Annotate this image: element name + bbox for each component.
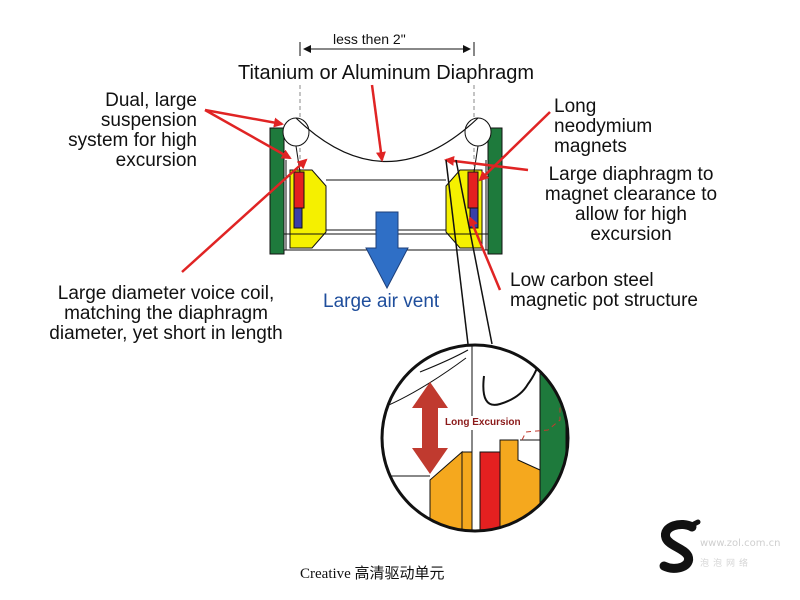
suspension-label: Dual, large suspension system for high e…: [52, 91, 197, 171]
clearance-line: Large diaphragm to: [548, 164, 714, 185]
voice-coil-line: diameter, yet short in length: [49, 323, 283, 344]
air-vent-arrow: [365, 211, 409, 290]
suspension-line: suspension: [100, 110, 197, 131]
long-excursion-label: Long Excursion: [442, 416, 524, 430]
voice-coil-line: matching the diaphragm: [64, 303, 268, 324]
zoom-detail: [380, 343, 570, 533]
voice-coil-left: [293, 171, 305, 209]
excursion-arrow: [412, 382, 448, 474]
zoom-connector: [445, 159, 493, 345]
magnets-line: magnets: [554, 136, 627, 157]
suspension-line: system for high: [68, 130, 197, 151]
clearance-line: excursion: [590, 224, 672, 245]
coil-former-left: [293, 207, 303, 229]
surround-right: [464, 117, 492, 147]
magnets-line: Long: [554, 96, 597, 117]
s-logo-icon: [659, 519, 701, 573]
clearance-line: magnet clearance to: [544, 184, 718, 205]
surround-left: [282, 117, 310, 147]
suspension-line: Dual, large: [105, 90, 197, 111]
pot-right-wall: [487, 127, 503, 255]
clearance-label: Large diaphragm to magnet clearance to a…: [534, 165, 728, 245]
magnets-label: Long neodymium magnets: [554, 97, 652, 157]
diaphragm-label: Titanium or Aluminum Diaphragm: [238, 62, 535, 84]
pot-label: Low carbon steel magnetic pot structure: [510, 271, 698, 311]
dimension-label: less then 2": [333, 31, 406, 47]
suspension-line: excursion: [115, 150, 197, 171]
zoom-circle: [380, 343, 570, 533]
pot-line: magnetic pot structure: [510, 290, 698, 311]
clearance-line: allow for high: [575, 204, 687, 225]
watermark-line: 泡泡网络: [700, 559, 753, 569]
magnets-line: neodymium: [554, 116, 653, 137]
voice-coil-right: [467, 171, 479, 209]
air-vent-label: Large air vent: [323, 291, 440, 312]
pot-line: Low carbon steel: [510, 270, 654, 291]
caption: Creative 高清驱动单元: [300, 566, 445, 582]
diaphragm: [295, 117, 479, 163]
voice-coil-line: Large diameter voice coil,: [57, 283, 275, 304]
pointer-arrows: [181, 84, 551, 291]
voice-coil-label: Large diameter voice coil, matching the …: [34, 284, 298, 344]
watermark-line: www.zol.com.cn: [700, 538, 781, 549]
